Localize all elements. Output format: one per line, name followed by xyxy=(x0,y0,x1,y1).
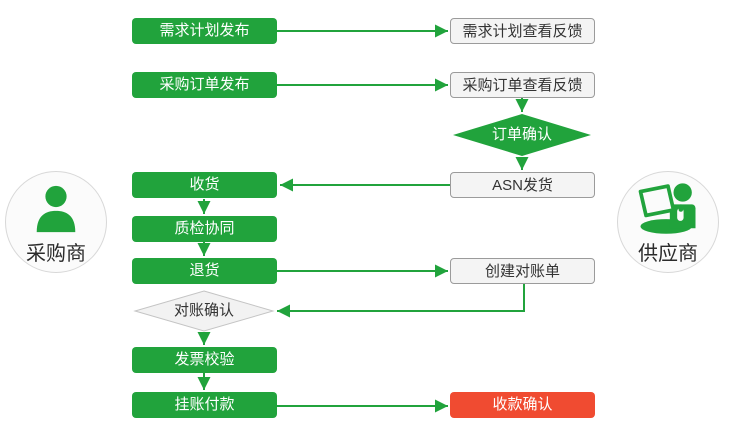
actor-buyer: 采购商 xyxy=(5,171,107,273)
node-quality-check: 质检协同 xyxy=(132,216,277,242)
person-laptop-icon xyxy=(638,183,696,234)
node-invoice-check: 发票校验 xyxy=(132,347,277,373)
node-demand-plan-feedback: 需求计划查看反馈 xyxy=(450,18,595,44)
edge-statement-to-confirm xyxy=(277,284,525,318)
node-return-goods: 退货 xyxy=(132,258,277,284)
node-po-publish: 采购订单发布 xyxy=(132,72,277,98)
decision-statement-confirm-label: 对账确认 xyxy=(173,302,234,319)
node-asn-ship: ASN发货 xyxy=(450,172,595,198)
node-demand-plan-publish: 需求计划发布 xyxy=(132,18,277,44)
actor-supplier: 供应商 xyxy=(617,171,719,273)
node-po-feedback: 采购订单查看反馈 xyxy=(450,72,595,98)
actor-buyer-label: 采购商 xyxy=(26,243,86,265)
person-icon xyxy=(36,185,76,233)
node-create-statement: 创建对账单 xyxy=(450,258,595,284)
actor-supplier-label: 供应商 xyxy=(638,243,698,265)
node-pending-payment: 挂账付款 xyxy=(132,392,277,418)
decision-order-confirm-label: 订单确认 xyxy=(491,126,552,143)
node-receipt-confirm: 收款确认 xyxy=(450,392,595,418)
node-receive: 收货 xyxy=(132,172,277,198)
